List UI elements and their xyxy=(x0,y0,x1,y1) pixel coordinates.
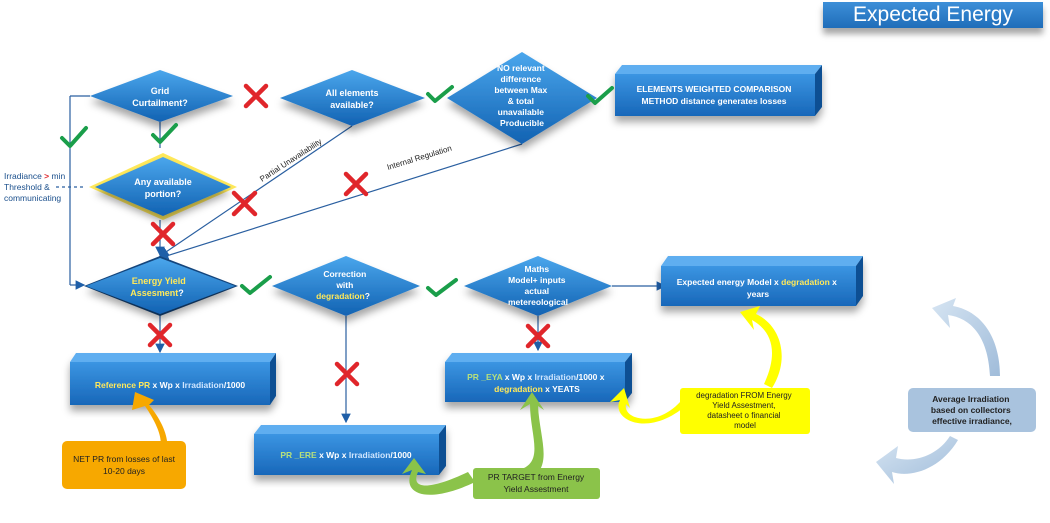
page-title: Expected Energy xyxy=(823,2,1043,28)
cycle-arrow-top xyxy=(932,298,1000,376)
cross-icon xyxy=(243,83,269,109)
side-note: Irradiance > min Threshold & communicati… xyxy=(4,171,68,203)
decision-correction-degradation: Correction with degradation? xyxy=(272,256,420,316)
box-reference-pr: Reference PR x Wp x Irradiation/1000 xyxy=(70,353,276,405)
check-icon xyxy=(151,123,178,144)
callout-average-irradiation: Average Irradiation based on collectors … xyxy=(908,388,1036,432)
decision-energy-yield-assesment: Energy Yield Assesment? xyxy=(84,256,238,316)
cross-icon xyxy=(343,171,369,197)
green-arrow-2 xyxy=(505,392,544,484)
check-marks xyxy=(60,85,614,297)
cross-marks xyxy=(147,83,551,387)
svg-text:PR _EYA x Wp x Irradiation/100: PR _EYA x Wp x Irradiation/1000 x degrad… xyxy=(467,372,607,394)
svg-text:Expected energy Model x degrad: Expected energy Model x degradation x ye… xyxy=(677,277,840,299)
decision-no-relevant-difference: NO relevant difference between Max & tot… xyxy=(447,52,597,144)
check-icon xyxy=(60,126,88,148)
edge-label-internal: Internal Regulation xyxy=(386,144,453,172)
cross-icon xyxy=(231,190,258,217)
box-expected-energy: Expected energy Model x degradation x ye… xyxy=(661,256,863,306)
svg-text:Average Irradiation base: Average Irradiation based on collectors … xyxy=(931,394,1013,426)
cross-icon xyxy=(150,221,176,247)
check-icon xyxy=(426,278,458,297)
box-pr-eya: PR _EYA x Wp x Irradiation/1000 x degrad… xyxy=(445,353,632,402)
cross-icon xyxy=(334,361,360,387)
decision-maths-model: Maths Model+ inputs actual metereologica… xyxy=(464,256,612,316)
cycle-arrow-bottom xyxy=(876,436,958,484)
cross-icon xyxy=(147,322,173,348)
check-icon xyxy=(426,85,454,103)
yellow-arrow xyxy=(610,388,690,424)
svg-text:Maths Model+ inputs: Maths Model+ inputs actual metereologica… xyxy=(508,264,568,307)
svg-text:PR _ERE x Wp x Irradiation/100: PR _ERE x Wp x Irradiation/1000 xyxy=(280,450,412,460)
check-icon xyxy=(240,275,272,295)
yellow-arrow-2 xyxy=(740,306,782,388)
green-arrow xyxy=(402,458,475,495)
cross-icon xyxy=(525,323,551,349)
edge-label-partial: Partial Unavailability xyxy=(258,137,323,184)
check-icon xyxy=(586,86,614,105)
svg-text:Energy Yield Assesment?: Energy Yield Assesment? xyxy=(130,276,188,298)
svg-text:Reference PR x Wp x Irradiatio: Reference PR x Wp x Irradiation/1000 xyxy=(95,380,246,390)
svg-text:NO relevant difference: NO relevant difference between Max & tot… xyxy=(494,63,549,128)
svg-text:Correction with de: Correction with degradation? xyxy=(316,269,370,301)
callout-degradation: degradation FROM Energy Yield Assestment… xyxy=(680,388,810,434)
svg-text:degradation FROM Energy: degradation FROM Energy Yield Assestment… xyxy=(696,391,794,430)
